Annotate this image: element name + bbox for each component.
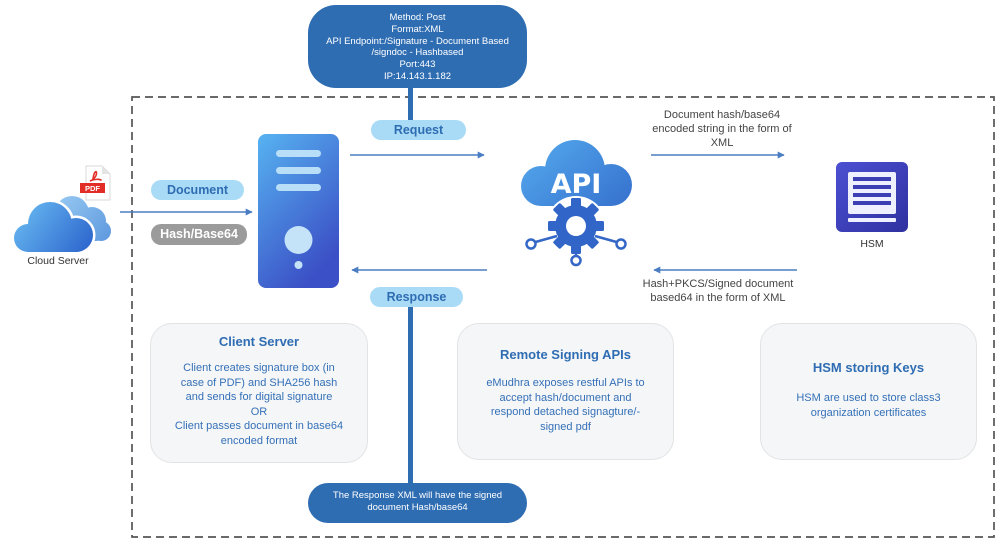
connector-node xyxy=(615,238,627,250)
hash-base64-pill: Hash/Base64 xyxy=(151,224,247,245)
hsm-to-api-note: Hash+PKCS/Signed document based64 in the… xyxy=(623,277,813,305)
request-format: Format:XML xyxy=(391,23,444,35)
server-drive-bar xyxy=(276,167,321,174)
card-body-line: Client passes document in base64 xyxy=(174,420,344,432)
request-endpoint-hash: /signdoc - Hashbased xyxy=(371,47,464,59)
request-port: Port:443 xyxy=(399,59,436,71)
pdf-badge-text: PDF xyxy=(85,184,100,193)
response-details-callout: The Response XML will have the signed do… xyxy=(308,483,527,523)
server-drive-bar xyxy=(276,184,321,191)
request-method: Method: Post xyxy=(389,12,446,23)
card-body-line: respond detached signagture/- xyxy=(490,406,641,418)
server-power-button xyxy=(284,226,313,254)
card-body-line: OR xyxy=(250,405,268,418)
api-connectors xyxy=(525,234,627,267)
card-body-line: organization certificates xyxy=(810,406,927,419)
note-line: Document hash/base64 xyxy=(663,109,781,121)
card-body-line: Client creates signature box (in xyxy=(183,362,335,374)
card-title: HSM storing Keys xyxy=(812,360,925,375)
note-line: based64 in the form of XML xyxy=(650,292,786,304)
card-body: Client creates signature box (in case of… xyxy=(151,361,367,448)
card-body-line: eMudhra exposes restful APIs to xyxy=(486,377,645,389)
api-cloud-gear-icon: API xyxy=(521,140,632,267)
request-details-callout: Method: Post Format:XML API Endpoint:/Si… xyxy=(308,5,527,88)
api-cloud-shape xyxy=(521,140,632,206)
card-body-line: HSM are used to store class3 xyxy=(796,392,941,404)
server-status-light xyxy=(294,261,303,269)
boundary-dashed-border xyxy=(131,96,995,538)
card-title: Client Server xyxy=(218,334,300,349)
response-detail-line: The Response XML will have the signed xyxy=(332,490,503,501)
remote-signing-apis-card: Remote Signing APIs eMudhra exposes rest… xyxy=(457,323,674,460)
request-pill: Request xyxy=(371,120,466,140)
card-body-line: and sends for digital signature xyxy=(185,391,333,403)
card-body-line: encoded format xyxy=(220,434,298,447)
note-line: encoded string in the form of xyxy=(652,123,792,135)
card-body-line: signed pdf xyxy=(540,420,591,433)
cloud-server-label: Cloud Server xyxy=(27,255,89,267)
server-icon xyxy=(258,134,339,288)
cloud-icon xyxy=(11,196,111,255)
note-line: XML xyxy=(710,137,734,149)
card-body: HSM are used to store class3 organizatio… xyxy=(761,391,976,420)
front-cloud-shape xyxy=(14,202,93,252)
hsm-icon xyxy=(836,162,908,232)
pdf-file-icon: PDF xyxy=(80,165,111,201)
note-line: Hash+PKCS/Signed document xyxy=(642,278,794,290)
response-pill: Response xyxy=(370,287,463,307)
document-pill: Document xyxy=(151,180,244,200)
hsm-label: HSM xyxy=(860,238,884,250)
client-server-card: Client Server Client creates signature b… xyxy=(150,323,368,463)
connector-node xyxy=(525,238,537,250)
card-body: eMudhra exposes restful APIs to accept h… xyxy=(458,376,673,434)
acrobat-swirl-icon xyxy=(89,170,102,182)
api-badge-text: API xyxy=(551,169,602,200)
request-endpoint: API Endpoint:/Signature - Document Based xyxy=(326,35,509,47)
api-to-hsm-note: Document hash/base64 encoded string in t… xyxy=(627,108,817,150)
api-gear xyxy=(548,198,604,254)
request-ip: IP:14.143.1.182 xyxy=(383,70,452,82)
server-drive-bar xyxy=(276,150,321,157)
card-title: Remote Signing APIs xyxy=(500,347,631,362)
card-body-line: case of PDF) and SHA256 hash xyxy=(180,376,338,389)
connector-node xyxy=(570,254,582,267)
card-body-line: accept hash/document and xyxy=(499,391,632,404)
hsm-storing-keys-card: HSM storing Keys HSM are used to store c… xyxy=(760,323,977,460)
response-detail-line: document Hash/base64 xyxy=(367,501,468,513)
